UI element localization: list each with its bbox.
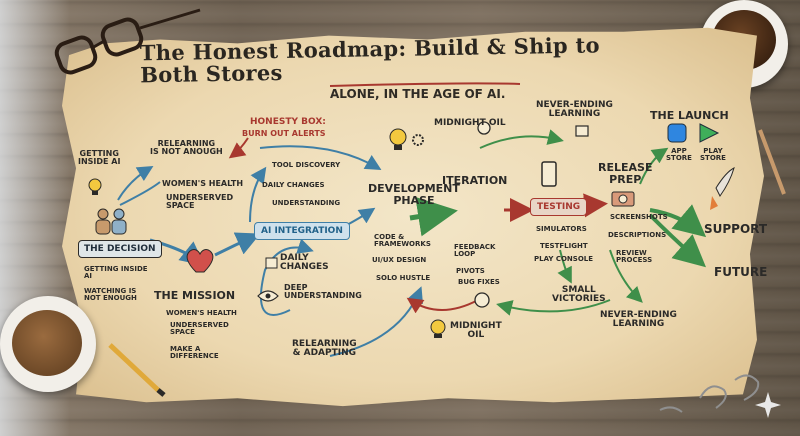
release-item: Descriptions (608, 231, 667, 239)
testing-box: Testing (530, 198, 588, 216)
never-ending-bottom-label: Never-ending learning (600, 310, 677, 330)
release-item: Review process (616, 249, 653, 265)
development-label: Development phase (368, 182, 460, 207)
decision-item: Getting inside AI (84, 265, 148, 281)
development-item: Solo hustle (376, 274, 431, 282)
development-item: Code & Frameworks (374, 233, 431, 249)
ai-integration-box: AI Integration (254, 222, 350, 240)
relearning-adapting-label: Relearning & adapting (292, 339, 357, 359)
release-item: Screenshots (610, 213, 668, 221)
play-store-label: Play store (700, 147, 726, 163)
page-title: The Honest Roadmap: Build & Ship to Both… (139, 32, 601, 88)
calendar-icon (265, 257, 278, 269)
midnight-oil-top-label: Midnight oil (434, 118, 506, 128)
lightbulb-icon (88, 178, 102, 195)
paperclip-icon (659, 406, 683, 413)
rocket-icon (710, 167, 735, 210)
understanding-label: Understanding (272, 199, 341, 207)
testing-item: TestFlight (540, 242, 588, 250)
development-item: UI/UX Design (372, 256, 427, 264)
testing-label: Testing (537, 202, 581, 212)
mission-item: Make a difference (170, 345, 219, 361)
mission-item: Women's Health (166, 309, 237, 317)
deep-understanding-label: Deep understanding (284, 283, 362, 301)
gear-icon (412, 134, 424, 146)
paperclip-icon (734, 374, 760, 401)
heart-icon (186, 249, 214, 273)
daily-changes-bottom-label: Daily changes (280, 253, 329, 273)
people-icon (95, 208, 127, 235)
glasses-icon (54, 8, 201, 75)
decision-item: Watching is not enough (84, 287, 137, 303)
future-label: Future (714, 265, 768, 279)
womens-health-label: Women's Health (162, 179, 244, 188)
release-prep-label: Release prep (598, 161, 653, 186)
honesty-box-title: Honesty Box: (250, 117, 326, 127)
iteration-item: Bug fixes (458, 278, 500, 286)
lightbulb-icon (389, 128, 407, 150)
iteration-item: Pivots (456, 267, 485, 275)
pencil-icon (758, 129, 786, 195)
testing-item: Simulators (536, 225, 587, 233)
play-store-icon (699, 123, 720, 143)
mission-item: Underserved space (170, 321, 229, 337)
app-store-icon (667, 123, 687, 143)
mission-label: The Mission (154, 289, 236, 302)
support-label: Support (704, 222, 768, 236)
never-ending-top-label: Never-ending learning (536, 100, 613, 120)
subtitle: Alone, in the age of AI. (330, 87, 506, 101)
underserved-label: Underserved space (166, 193, 234, 211)
lightbulb-icon (430, 319, 446, 338)
midnight-oil-bottom-label: Midnight oil (450, 321, 502, 341)
clock-icon (474, 292, 490, 308)
pencil-icon (108, 343, 166, 397)
ai-integration-label: AI Integration (261, 226, 343, 236)
small-victories-label: Small victories (552, 285, 606, 305)
getting-inside-ai-label: Getting inside AI (78, 149, 121, 167)
tool-discovery-label: Tool discovery (272, 161, 341, 169)
clock-icon (477, 121, 491, 135)
relearning-label: Relearning is not anough (150, 139, 223, 157)
honesty-box-text: Burn out alerts (242, 129, 326, 138)
iteration-item: Feedback loop (454, 243, 496, 259)
decision-label: The Decision (84, 244, 156, 254)
sparkle-icon (755, 392, 781, 418)
phone-icon (541, 161, 557, 187)
testing-item: Play Console (534, 255, 594, 263)
decision-box: The Decision (78, 240, 162, 258)
launch-label: The Launch (650, 109, 729, 122)
iteration-label: Iteration (442, 174, 508, 187)
book-icon (575, 125, 589, 137)
coffee-cup-icon (0, 296, 96, 392)
app-store-label: App store (666, 147, 692, 163)
camera-icon (611, 191, 635, 207)
daily-changes-label: Daily changes (262, 181, 325, 189)
paperclip-icon (699, 385, 727, 409)
